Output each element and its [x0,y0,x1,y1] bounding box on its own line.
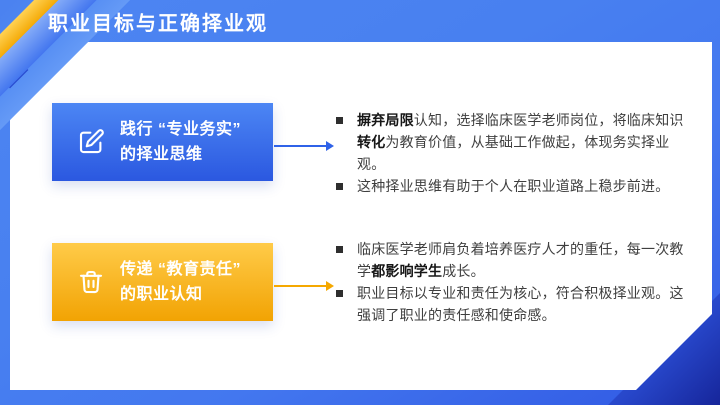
card-practical-thinking: 践行 “专业务实” 的择业思维 [52,103,273,181]
bullet-square-icon [336,117,343,124]
bullet-item: 临床医学老师肩负着培养医疗人才的重任，每一次教学都影响学生成长。 [336,238,698,282]
content-panel: 践行 “专业务实” 的择业思维 摒弃局限认知，选择临床医学老师岗位，将临床知识转… [10,42,712,390]
row-education-responsibility: 传递 “教育责任” 的职业认知 临床医学老师肩负着培养医疗人才的重任，每一次教学… [10,243,712,363]
bullet-square-icon [336,246,343,253]
bullet-text: 这种择业思维有助于个人在职业道路上稳步前进。 [357,178,670,194]
card-title-line2: 的择业思维 [120,146,203,163]
trash-icon [76,267,106,297]
bullet-square-icon [336,183,343,190]
row-practical-thinking: 践行 “专业务实” 的择业思维 摒弃局限认知，选择临床医学老师岗位，将临床知识转… [10,103,712,223]
card-education-responsibility: 传递 “教育责任” 的职业认知 [52,243,273,321]
card-title: 践行 “专业务实” 的择业思维 [120,117,241,167]
arrow-head [326,141,334,151]
card-title-line1: 传递 “教育责任” [120,261,241,278]
edit-pencil-icon [76,127,106,157]
bullet-text: 临床医学老师肩负着培养医疗人才的重任，每一次教学都影响学生成长。 [357,241,684,279]
bullet-item: 这种择业思维有助于个人在职业道路上稳步前进。 [336,175,698,197]
page-title: 职业目标与正确择业观 [48,12,268,35]
bullet-text: 职业目标以专业和责任为核心，符合积极择业观。这强调了职业的责任感和使命感。 [357,285,684,323]
arrow-head [326,281,334,291]
arrow-line [274,145,326,147]
card-title-line1: 践行 “专业务实” [120,121,241,138]
arrow-line [274,285,326,287]
bullet-text: 摒弃局限认知，选择临床医学老师岗位，将临床知识转化为教育价值，从基础工作做起，体… [357,112,684,172]
bullet-item: 职业目标以专业和责任为核心，符合积极择业观。这强调了职业的责任感和使命感。 [336,282,698,326]
card-title: 传递 “教育责任” 的职业认知 [120,257,241,307]
bullet-item: 摒弃局限认知，选择临床医学老师岗位，将临床知识转化为教育价值，从基础工作做起，体… [336,109,698,175]
card-title-line2: 的职业认知 [120,286,203,303]
arrow-icon [274,281,334,291]
arrow-icon [274,141,334,151]
bullet-list: 临床医学老师肩负着培养医疗人才的重任，每一次教学都影响学生成长。职业目标以专业和… [336,238,698,326]
bullet-list: 摒弃局限认知，选择临床医学老师岗位，将临床知识转化为教育价值，从基础工作做起，体… [336,109,698,197]
bullet-square-icon [336,290,343,297]
